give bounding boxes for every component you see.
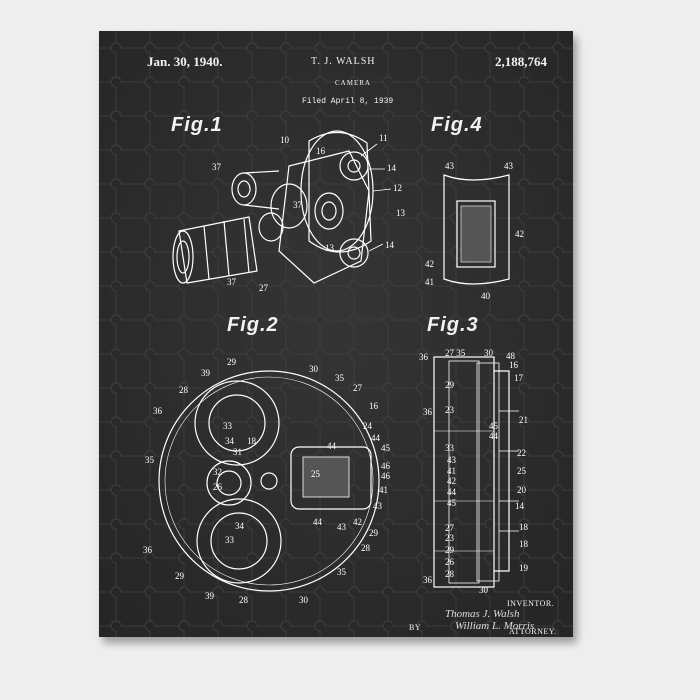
svg-text:45: 45 [489, 421, 499, 431]
svg-text:14: 14 [385, 240, 395, 250]
svg-text:26: 26 [445, 557, 455, 567]
svg-text:35: 35 [337, 567, 347, 577]
svg-text:27 35: 27 35 [445, 348, 466, 358]
svg-text:44: 44 [447, 487, 457, 497]
svg-text:41: 41 [447, 466, 456, 476]
svg-text:18: 18 [519, 522, 529, 532]
attorney-label: ATTORNEY. [509, 627, 557, 636]
svg-text:25: 25 [311, 469, 321, 479]
svg-text:18: 18 [247, 436, 257, 446]
svg-text:11: 11 [379, 133, 388, 143]
svg-text:37: 37 [227, 277, 237, 287]
svg-text:42: 42 [447, 476, 456, 486]
inventor-signature: Thomas J. Walsh [445, 608, 519, 620]
svg-text:44: 44 [371, 433, 381, 443]
svg-text:20: 20 [517, 485, 527, 495]
svg-text:45: 45 [447, 498, 457, 508]
svg-text:12: 12 [393, 183, 402, 193]
svg-text:36: 36 [423, 575, 433, 585]
svg-text:27: 27 [445, 523, 455, 533]
svg-text:16: 16 [509, 360, 519, 370]
svg-text:26: 26 [213, 482, 223, 492]
svg-text:39: 39 [201, 368, 211, 378]
svg-text:43: 43 [445, 161, 455, 171]
svg-text:35: 35 [145, 455, 155, 465]
svg-text:42: 42 [515, 229, 524, 239]
svg-text:43: 43 [447, 455, 457, 465]
svg-text:37: 37 [293, 200, 303, 210]
svg-text:28: 28 [445, 569, 455, 579]
svg-text:10: 10 [280, 135, 290, 145]
svg-text:42: 42 [425, 259, 434, 269]
svg-text:29: 29 [445, 545, 455, 555]
svg-text:44: 44 [327, 441, 337, 451]
svg-text:45: 45 [381, 443, 391, 453]
svg-text:41: 41 [379, 485, 388, 495]
fig4-drawing: 43 43 42 42 41 40 [425, 161, 524, 301]
svg-text:34: 34 [225, 436, 235, 446]
svg-text:28: 28 [361, 543, 371, 553]
svg-text:27: 27 [353, 383, 363, 393]
puzzle-print: Jan. 30, 1940. T. J. WALSH CAMERA Filed … [99, 31, 573, 637]
svg-text:43: 43 [337, 522, 347, 532]
svg-text:36: 36 [423, 407, 433, 417]
svg-text:18: 18 [519, 539, 529, 549]
svg-text:44: 44 [489, 431, 499, 441]
svg-text:33: 33 [445, 443, 455, 453]
svg-text:21: 21 [519, 415, 528, 425]
svg-text:28: 28 [239, 595, 249, 605]
svg-text:31: 31 [233, 447, 242, 457]
svg-text:30: 30 [309, 364, 319, 374]
patent-drawings: 10 16 11 14 12 13 14 37 37 13 37 27 43 4… [99, 31, 573, 637]
svg-text:34: 34 [235, 521, 245, 531]
svg-text:33: 33 [223, 421, 233, 431]
svg-text:36: 36 [143, 545, 153, 555]
svg-text:30: 30 [484, 348, 494, 358]
svg-text:36: 36 [419, 352, 429, 362]
svg-text:29: 29 [175, 571, 185, 581]
svg-text:25: 25 [517, 466, 527, 476]
svg-text:39: 39 [205, 591, 215, 601]
svg-text:24: 24 [363, 421, 373, 431]
svg-text:23: 23 [445, 533, 455, 543]
fig3-drawing: 36 27 35 30 48 16 17 29 23 36 21 45 44 3… [419, 348, 529, 595]
svg-text:36: 36 [153, 406, 163, 416]
svg-text:46: 46 [381, 471, 391, 481]
svg-text:43: 43 [504, 161, 514, 171]
svg-text:16: 16 [369, 401, 379, 411]
inventor-label: INVENTOR. [507, 599, 554, 608]
svg-text:44: 44 [313, 517, 323, 527]
svg-text:30: 30 [299, 595, 309, 605]
svg-text:14: 14 [515, 501, 525, 511]
svg-text:42: 42 [353, 517, 362, 527]
svg-text:28: 28 [179, 385, 189, 395]
svg-text:33: 33 [225, 535, 235, 545]
svg-text:40: 40 [481, 291, 491, 301]
svg-text:30: 30 [479, 585, 489, 595]
svg-text:29: 29 [227, 357, 237, 367]
svg-text:13: 13 [325, 243, 335, 253]
svg-text:22: 22 [517, 448, 526, 458]
svg-text:29: 29 [445, 380, 455, 390]
svg-text:43: 43 [373, 501, 383, 511]
svg-text:41: 41 [425, 277, 434, 287]
svg-text:46: 46 [381, 461, 391, 471]
svg-text:23: 23 [445, 405, 455, 415]
svg-text:13: 13 [396, 208, 406, 218]
svg-text:35: 35 [335, 373, 345, 383]
svg-text:27: 27 [259, 283, 269, 293]
svg-text:37: 37 [212, 162, 222, 172]
svg-text:17: 17 [514, 373, 524, 383]
svg-text:32: 32 [213, 467, 222, 477]
svg-text:29: 29 [369, 528, 379, 538]
by-label: BY [409, 623, 421, 632]
svg-text:19: 19 [519, 563, 529, 573]
svg-text:14: 14 [387, 163, 397, 173]
fig2-drawing: 29 39 28 36 35 30 35 27 16 33 34 18 31 3… [143, 357, 391, 605]
svg-text:16: 16 [316, 146, 326, 156]
fig1-camera-drawing: 10 16 11 14 12 13 14 37 37 13 37 27 [173, 131, 406, 293]
